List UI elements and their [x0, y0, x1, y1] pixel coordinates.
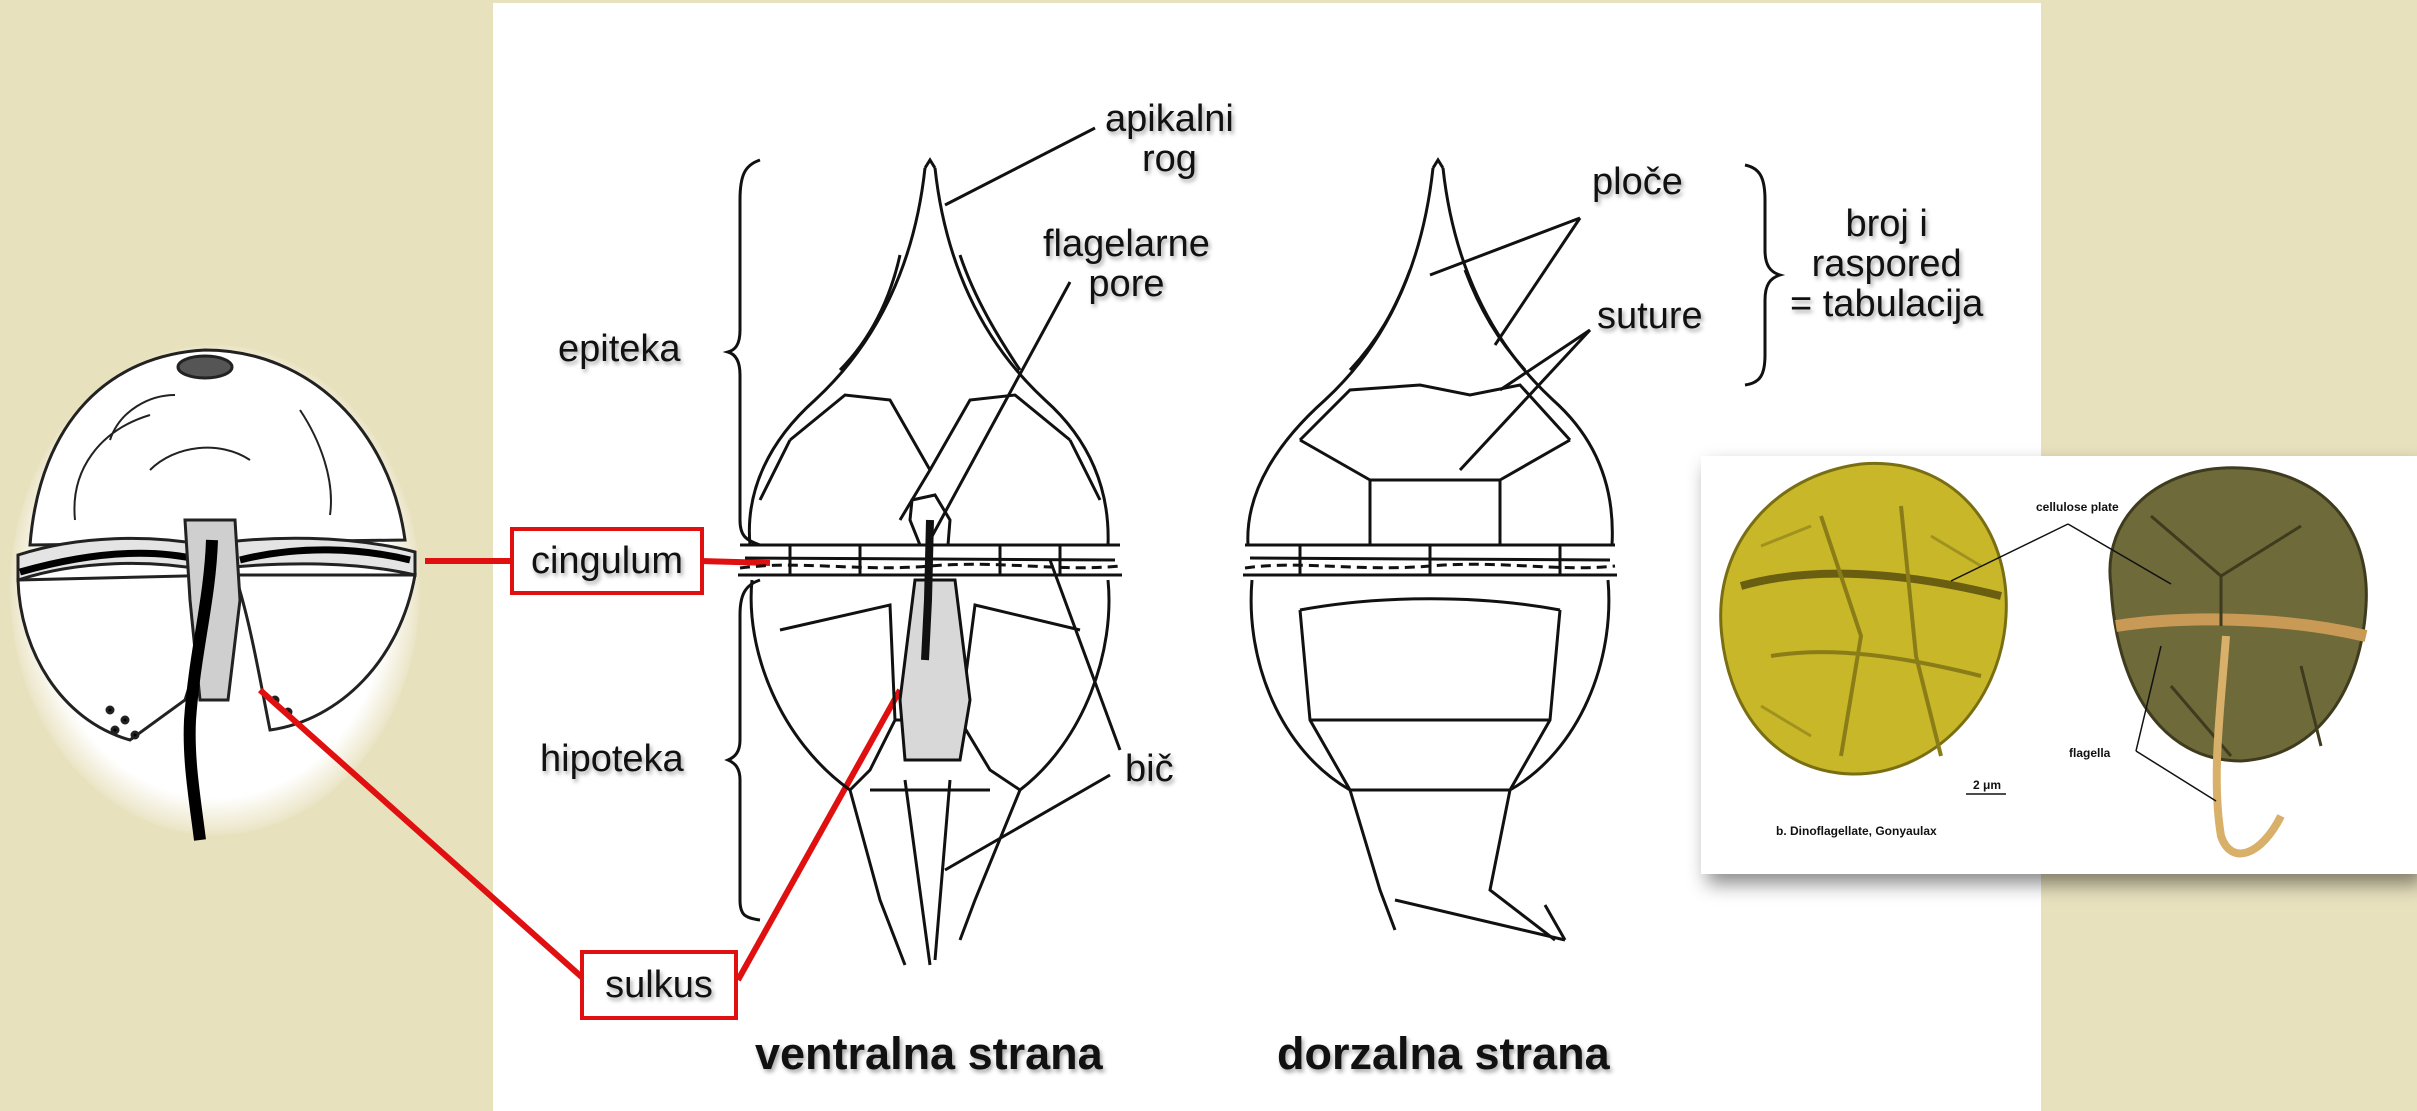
- caption-ventral: ventralna strana: [755, 1028, 1103, 1080]
- ventral-brackets: [728, 160, 760, 920]
- label-flagellum: bič: [1125, 750, 1174, 790]
- schematic-cell: [18, 350, 415, 840]
- photo-label-flagella: flagella: [2069, 746, 2110, 760]
- photo-inset: cellulose plate flagella 2 μm b. Dinofla…: [1701, 456, 2417, 874]
- sem-dinoflagellate: [1721, 463, 2007, 774]
- label-sutures: suture: [1597, 297, 1703, 337]
- label-sulcus: sulkus: [580, 950, 738, 1020]
- caption-dorsal: dorzalna strana: [1277, 1028, 1610, 1080]
- label-epitheca: epiteka: [558, 330, 681, 370]
- label-hypotheca: hipoteka: [540, 740, 684, 780]
- photo-illustrations: [1701, 456, 2417, 874]
- photo-scale-bar: 2 μm: [1973, 778, 2001, 792]
- model-dinoflagellate: [2110, 468, 2366, 854]
- photo-label-cellulose-plate: cellulose plate: [2036, 500, 2119, 514]
- tabulation-brace: [1745, 165, 1780, 385]
- label-cingulum: cingulum: [510, 527, 704, 595]
- dorsal-cell: [1243, 160, 1617, 940]
- photo-caption: b. Dinoflagellate, Gonyaulax: [1776, 824, 1937, 838]
- label-plates: ploče: [1592, 163, 1683, 203]
